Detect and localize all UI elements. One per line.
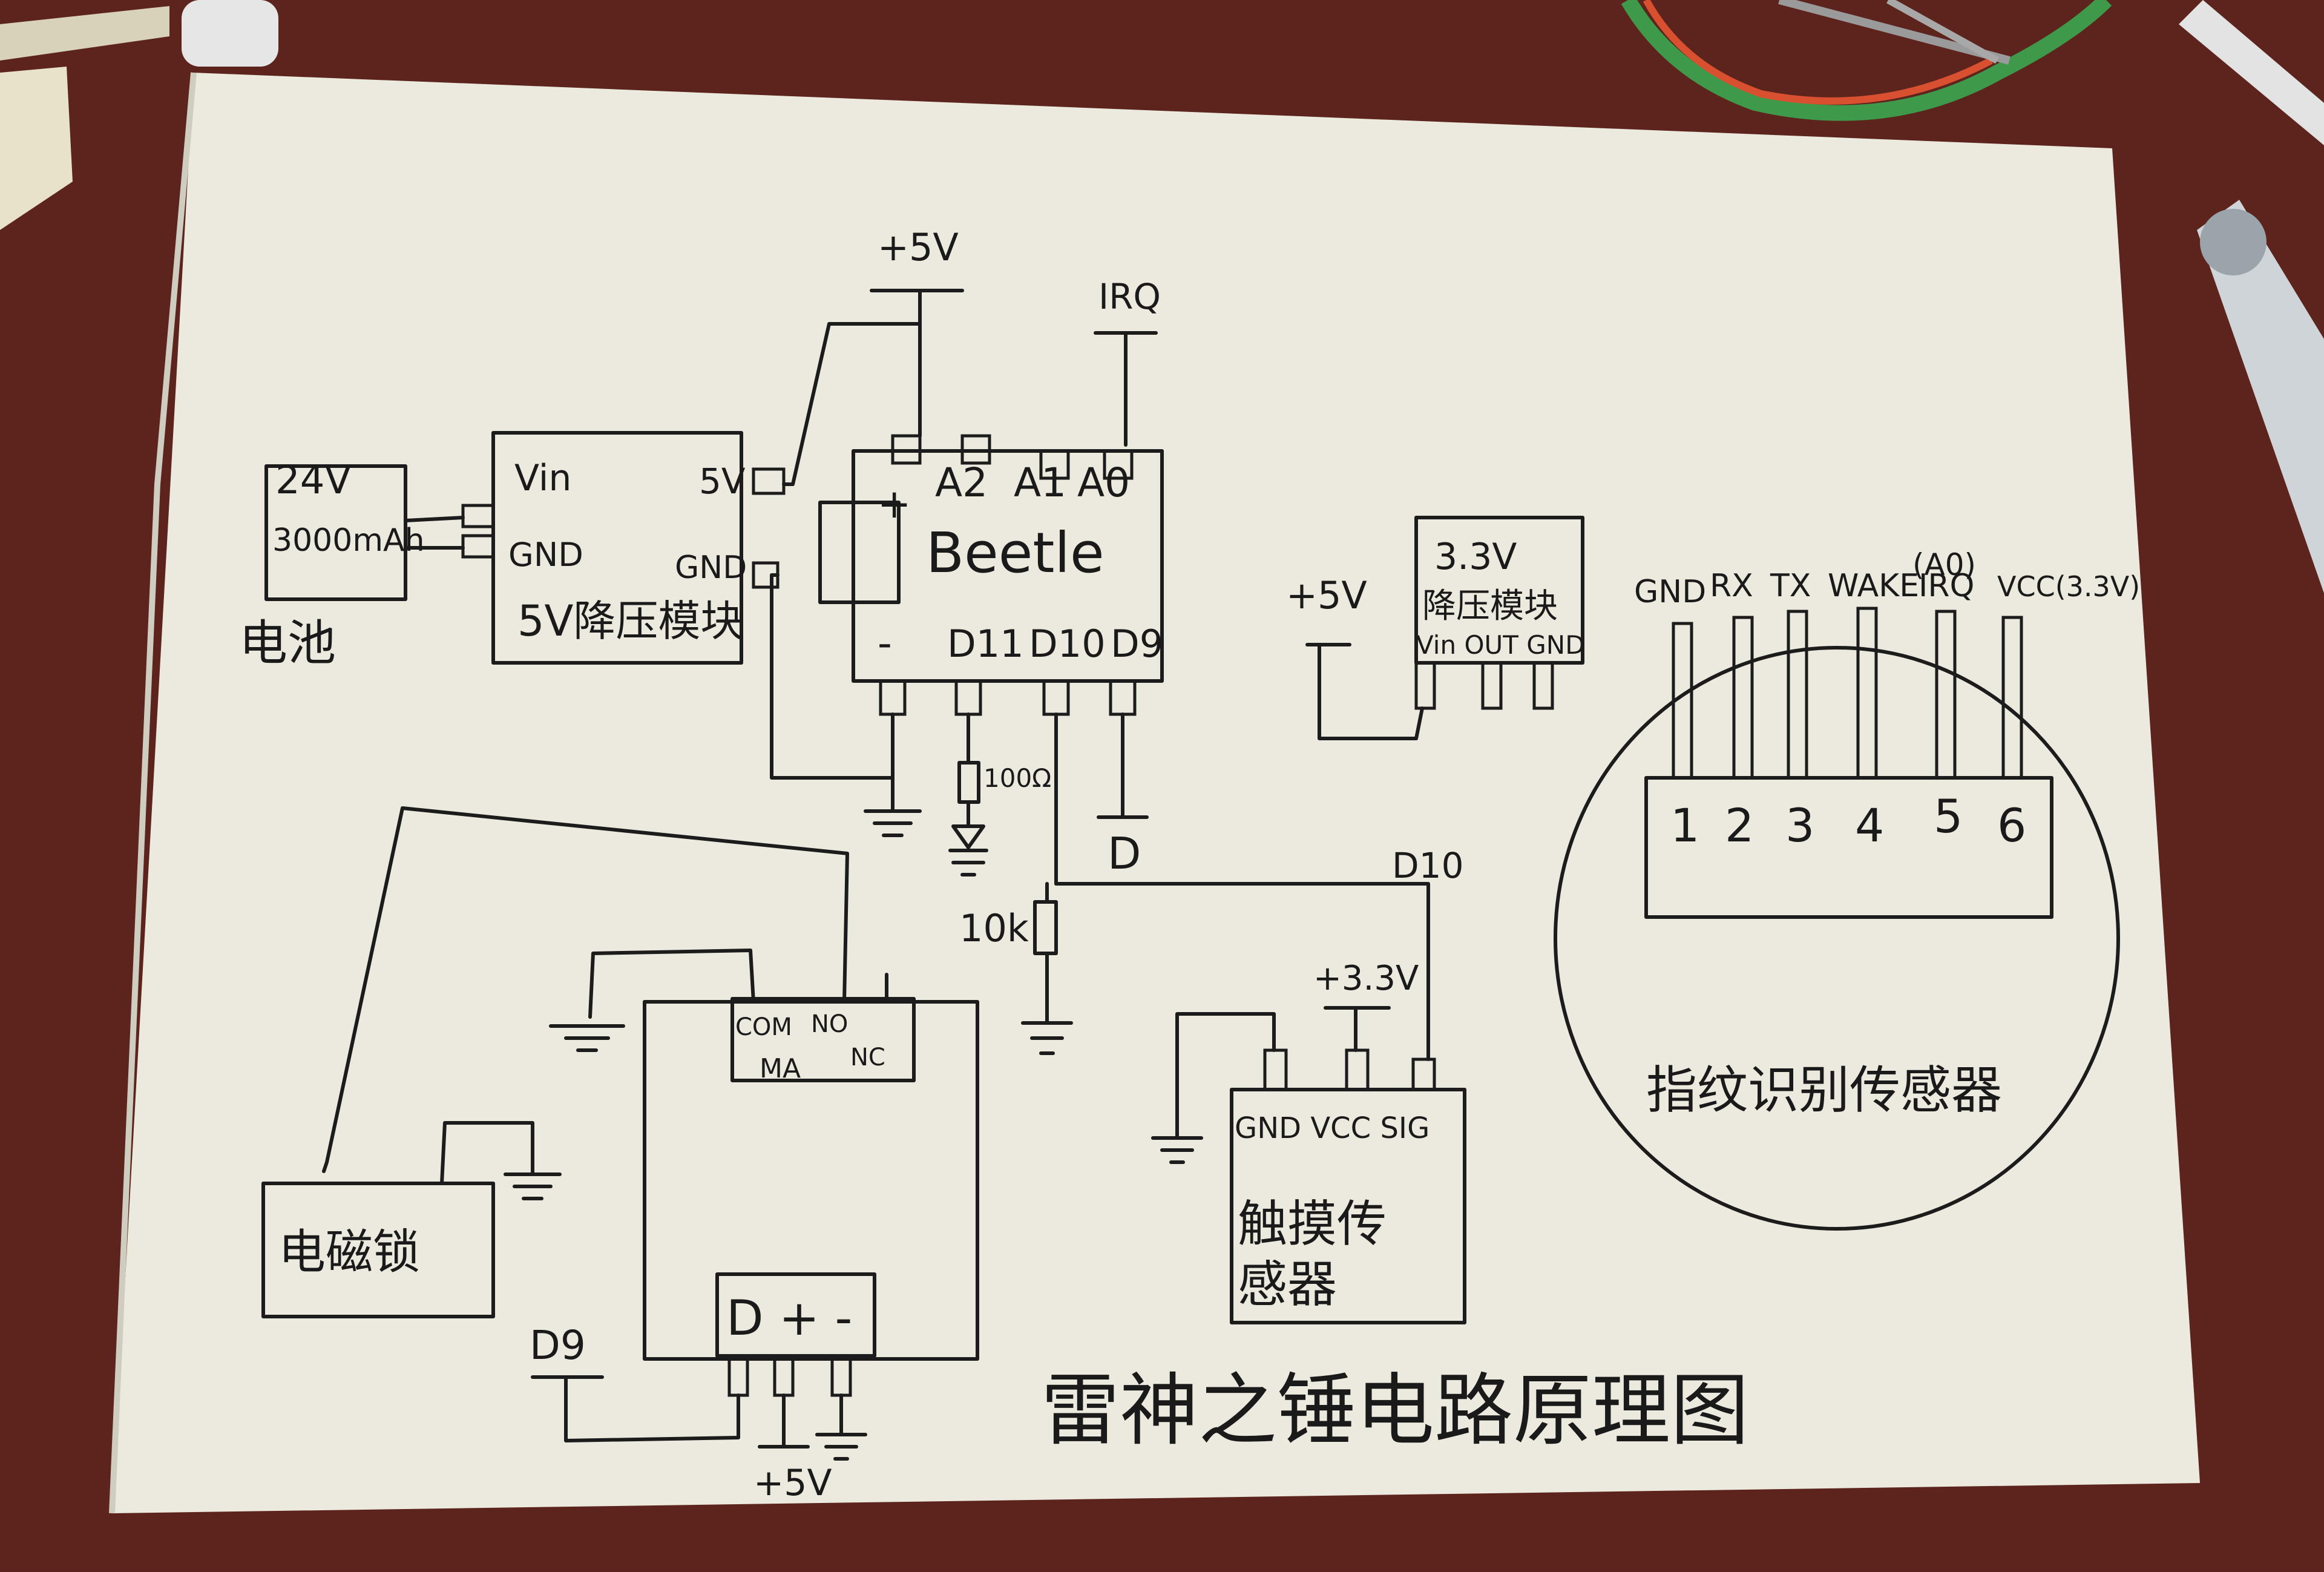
beetle-a0: A0: [1077, 459, 1130, 506]
fingerprint-sensor: (A0) GND RX TX WAKE IRQ VCC(3.3V) 1 2 3 …: [1554, 547, 2140, 1231]
touch-caption-line1: 触摸传: [1238, 1195, 1387, 1253]
beetle-d9: D9: [1111, 622, 1163, 666]
relay-no: NO: [811, 1010, 848, 1038]
battery-voltage: 24V: [275, 458, 351, 503]
buck5v-gnd-in: GND: [508, 536, 583, 574]
solenoid-caption: 电磁锁: [278, 1225, 420, 1280]
fp-pin-label-vcc: VCC(3.3V): [1997, 570, 2140, 603]
beetle-d9-out-label: D: [1108, 828, 1141, 879]
battery-capacity: 3000mAh: [272, 522, 425, 559]
buck5v-out: 5V: [699, 461, 746, 502]
fingerprint-pins: [1672, 607, 2023, 780]
fp-pin-number-6: 6: [1997, 798, 2026, 852]
fp-pin-number-1: 1: [1670, 798, 1699, 852]
buck-5v-module: Vin GND 5V GND 5V降压模块: [491, 431, 786, 665]
buck-33v-module: 3.3V 降压模块 Vin OUT GND: [1414, 516, 1585, 710]
touch-pins: GND VCC SIG: [1235, 1111, 1430, 1145]
fp-pin-label-gnd: GND: [1634, 574, 1706, 610]
solenoid-lock: 电磁锁: [261, 1182, 495, 1318]
buck33-pins: Vin OUT GND: [1416, 630, 1585, 660]
d10-net-label: D10: [1392, 845, 1463, 886]
buck5v-vin: Vin: [514, 457, 571, 499]
relay-ma: MA: [760, 1053, 801, 1084]
touch-plus33-label: +3.3V: [1313, 959, 1419, 998]
relay-d9-label: D9: [530, 1322, 586, 1369]
beetle-d10: D10: [1029, 622, 1106, 666]
fingerprint-caption: 指纹识别传感器: [1646, 1061, 2002, 1120]
fp-pin-number-2: 2: [1725, 798, 1754, 852]
resistor-100-label: 100Ω: [983, 763, 1051, 793]
beetle-a2: A2: [935, 459, 988, 506]
fp-pin-number-5: 5: [1934, 789, 1963, 843]
beetle-minus: -: [878, 620, 892, 666]
buck5v-gnd-out: GND: [675, 550, 747, 586]
fp-pin-label-rx: RX: [1710, 568, 1753, 604]
resistor-10k-label: 10k: [959, 906, 1029, 950]
diagram-title: 雷神之锤电路原理图: [1041, 1364, 1749, 1456]
fp-pin-number-3: 3: [1785, 798, 1814, 852]
fingerprint-pin-labels: GND RX TX WAKE IRQ VCC(3.3V): [1634, 568, 2140, 610]
relay-com: COM: [735, 1013, 792, 1041]
battery-caption: 电池: [239, 615, 336, 671]
relay-pins: D + -: [726, 1290, 852, 1346]
buck33-voltage: 3.3V: [1434, 536, 1517, 578]
beetle-plus: +: [878, 481, 911, 527]
beetle-irq-label: IRQ: [1098, 276, 1161, 317]
beetle-plus5v-label: +5V: [878, 225, 959, 269]
fingerprint-pin-note: (A0): [1912, 547, 1976, 582]
desk-props: [0, 0, 2324, 593]
buck33-caption: 降压模块: [1422, 587, 1558, 626]
relay-plus5v-label: +5V: [753, 1462, 832, 1504]
touch-caption-line2: 感器: [1238, 1256, 1337, 1314]
beetle-board: + A2 A1 A0 Beetle - D11 D10 D9: [818, 434, 1164, 716]
touch-sensor: GND VCC SIG 触摸传 感器: [1230, 1048, 1466, 1324]
relay-nc: NC: [850, 1044, 885, 1071]
beetle-a1: A1: [1014, 459, 1066, 506]
buck33-plus5v-label: +5V: [1286, 573, 1367, 617]
fp-pin-label-wake: WAKE: [1828, 568, 1919, 604]
buck5v-caption: 5V降压模块: [517, 596, 743, 646]
fp-pin-label-tx: TX: [1770, 568, 1811, 604]
battery: 24V 3000mAh 电池: [239, 458, 495, 671]
fp-pin-label-irq: IRQ: [1919, 568, 1974, 604]
fingerprint-pin-numbers: 1 2 3 4 5 6: [1670, 789, 2026, 852]
beetle-name: Beetle: [926, 521, 1105, 585]
beetle-d11: D11: [947, 622, 1024, 666]
fp-pin-number-4: 4: [1855, 798, 1884, 852]
